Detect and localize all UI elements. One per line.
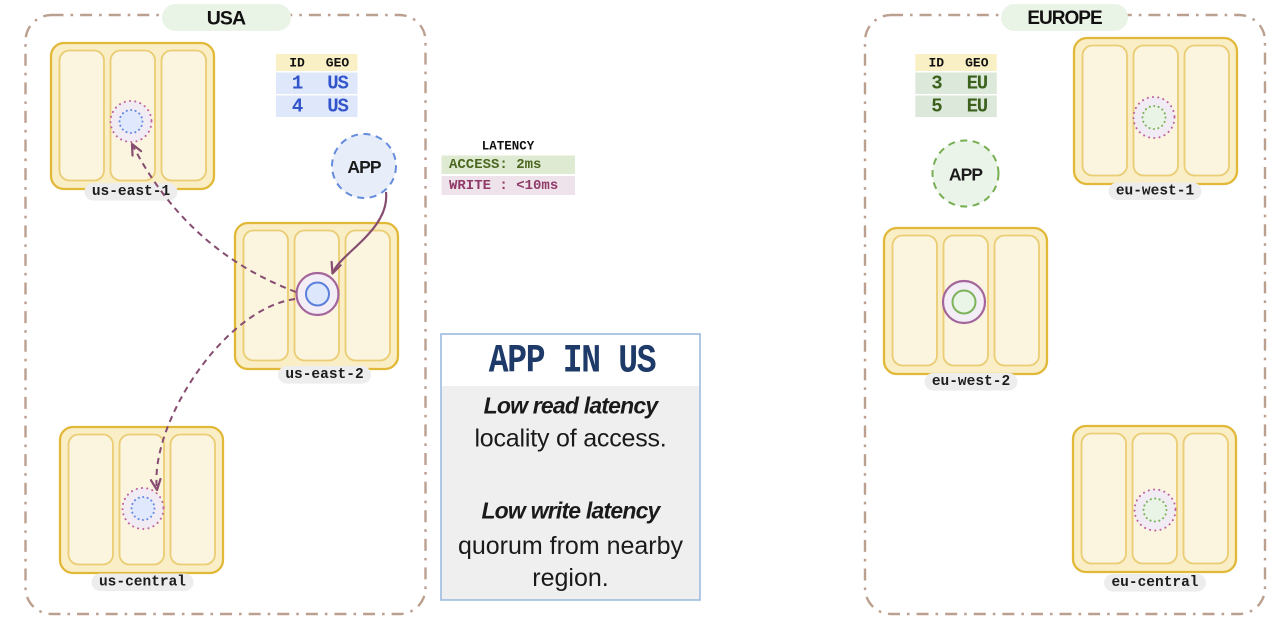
svg-text:us-east-1: us-east-1	[92, 184, 171, 200]
svg-text:Low read latency: Low read latency	[484, 393, 660, 419]
svg-text:ID: ID	[289, 55, 305, 70]
svg-text:5: 5	[931, 96, 942, 118]
svg-text:eu-central: eu-central	[1111, 575, 1198, 591]
svg-text:US: US	[327, 73, 348, 95]
svg-text:APP IN US: APP IN US	[489, 339, 656, 384]
svg-text:quorum from nearby: quorum from nearby	[458, 532, 684, 560]
svg-text:APP: APP	[949, 165, 984, 185]
svg-text:GEO: GEO	[965, 55, 989, 70]
svg-text:4: 4	[292, 96, 303, 118]
svg-text:region.: region.	[532, 564, 608, 592]
svg-text:GEO: GEO	[326, 55, 350, 70]
svg-text:APP: APP	[347, 157, 382, 177]
svg-text:1: 1	[292, 73, 303, 95]
svg-text:ACCESS: 2ms: ACCESS: 2ms	[449, 157, 541, 173]
svg-text:US: US	[327, 96, 348, 118]
svg-text:eu-west-2: eu-west-2	[932, 374, 1010, 390]
svg-text:us-east-2: us-east-2	[285, 367, 363, 383]
svg-text:eu-west-1: eu-west-1	[1116, 184, 1195, 200]
svg-text:EU: EU	[967, 73, 988, 95]
svg-text:3: 3	[931, 73, 942, 95]
svg-text:Low write latency: Low write latency	[481, 498, 661, 524]
svg-text:ID: ID	[928, 55, 944, 70]
svg-text:us-central: us-central	[99, 575, 186, 591]
svg-text:WRITE : <10ms: WRITE : <10ms	[449, 178, 558, 194]
svg-text:EU: EU	[967, 96, 988, 118]
svg-text:LATENCY: LATENCY	[482, 140, 535, 154]
svg-text:EUROPE: EUROPE	[1027, 8, 1102, 29]
svg-text:USA: USA	[207, 8, 246, 30]
svg-text:locality of access.: locality of access.	[474, 425, 666, 453]
